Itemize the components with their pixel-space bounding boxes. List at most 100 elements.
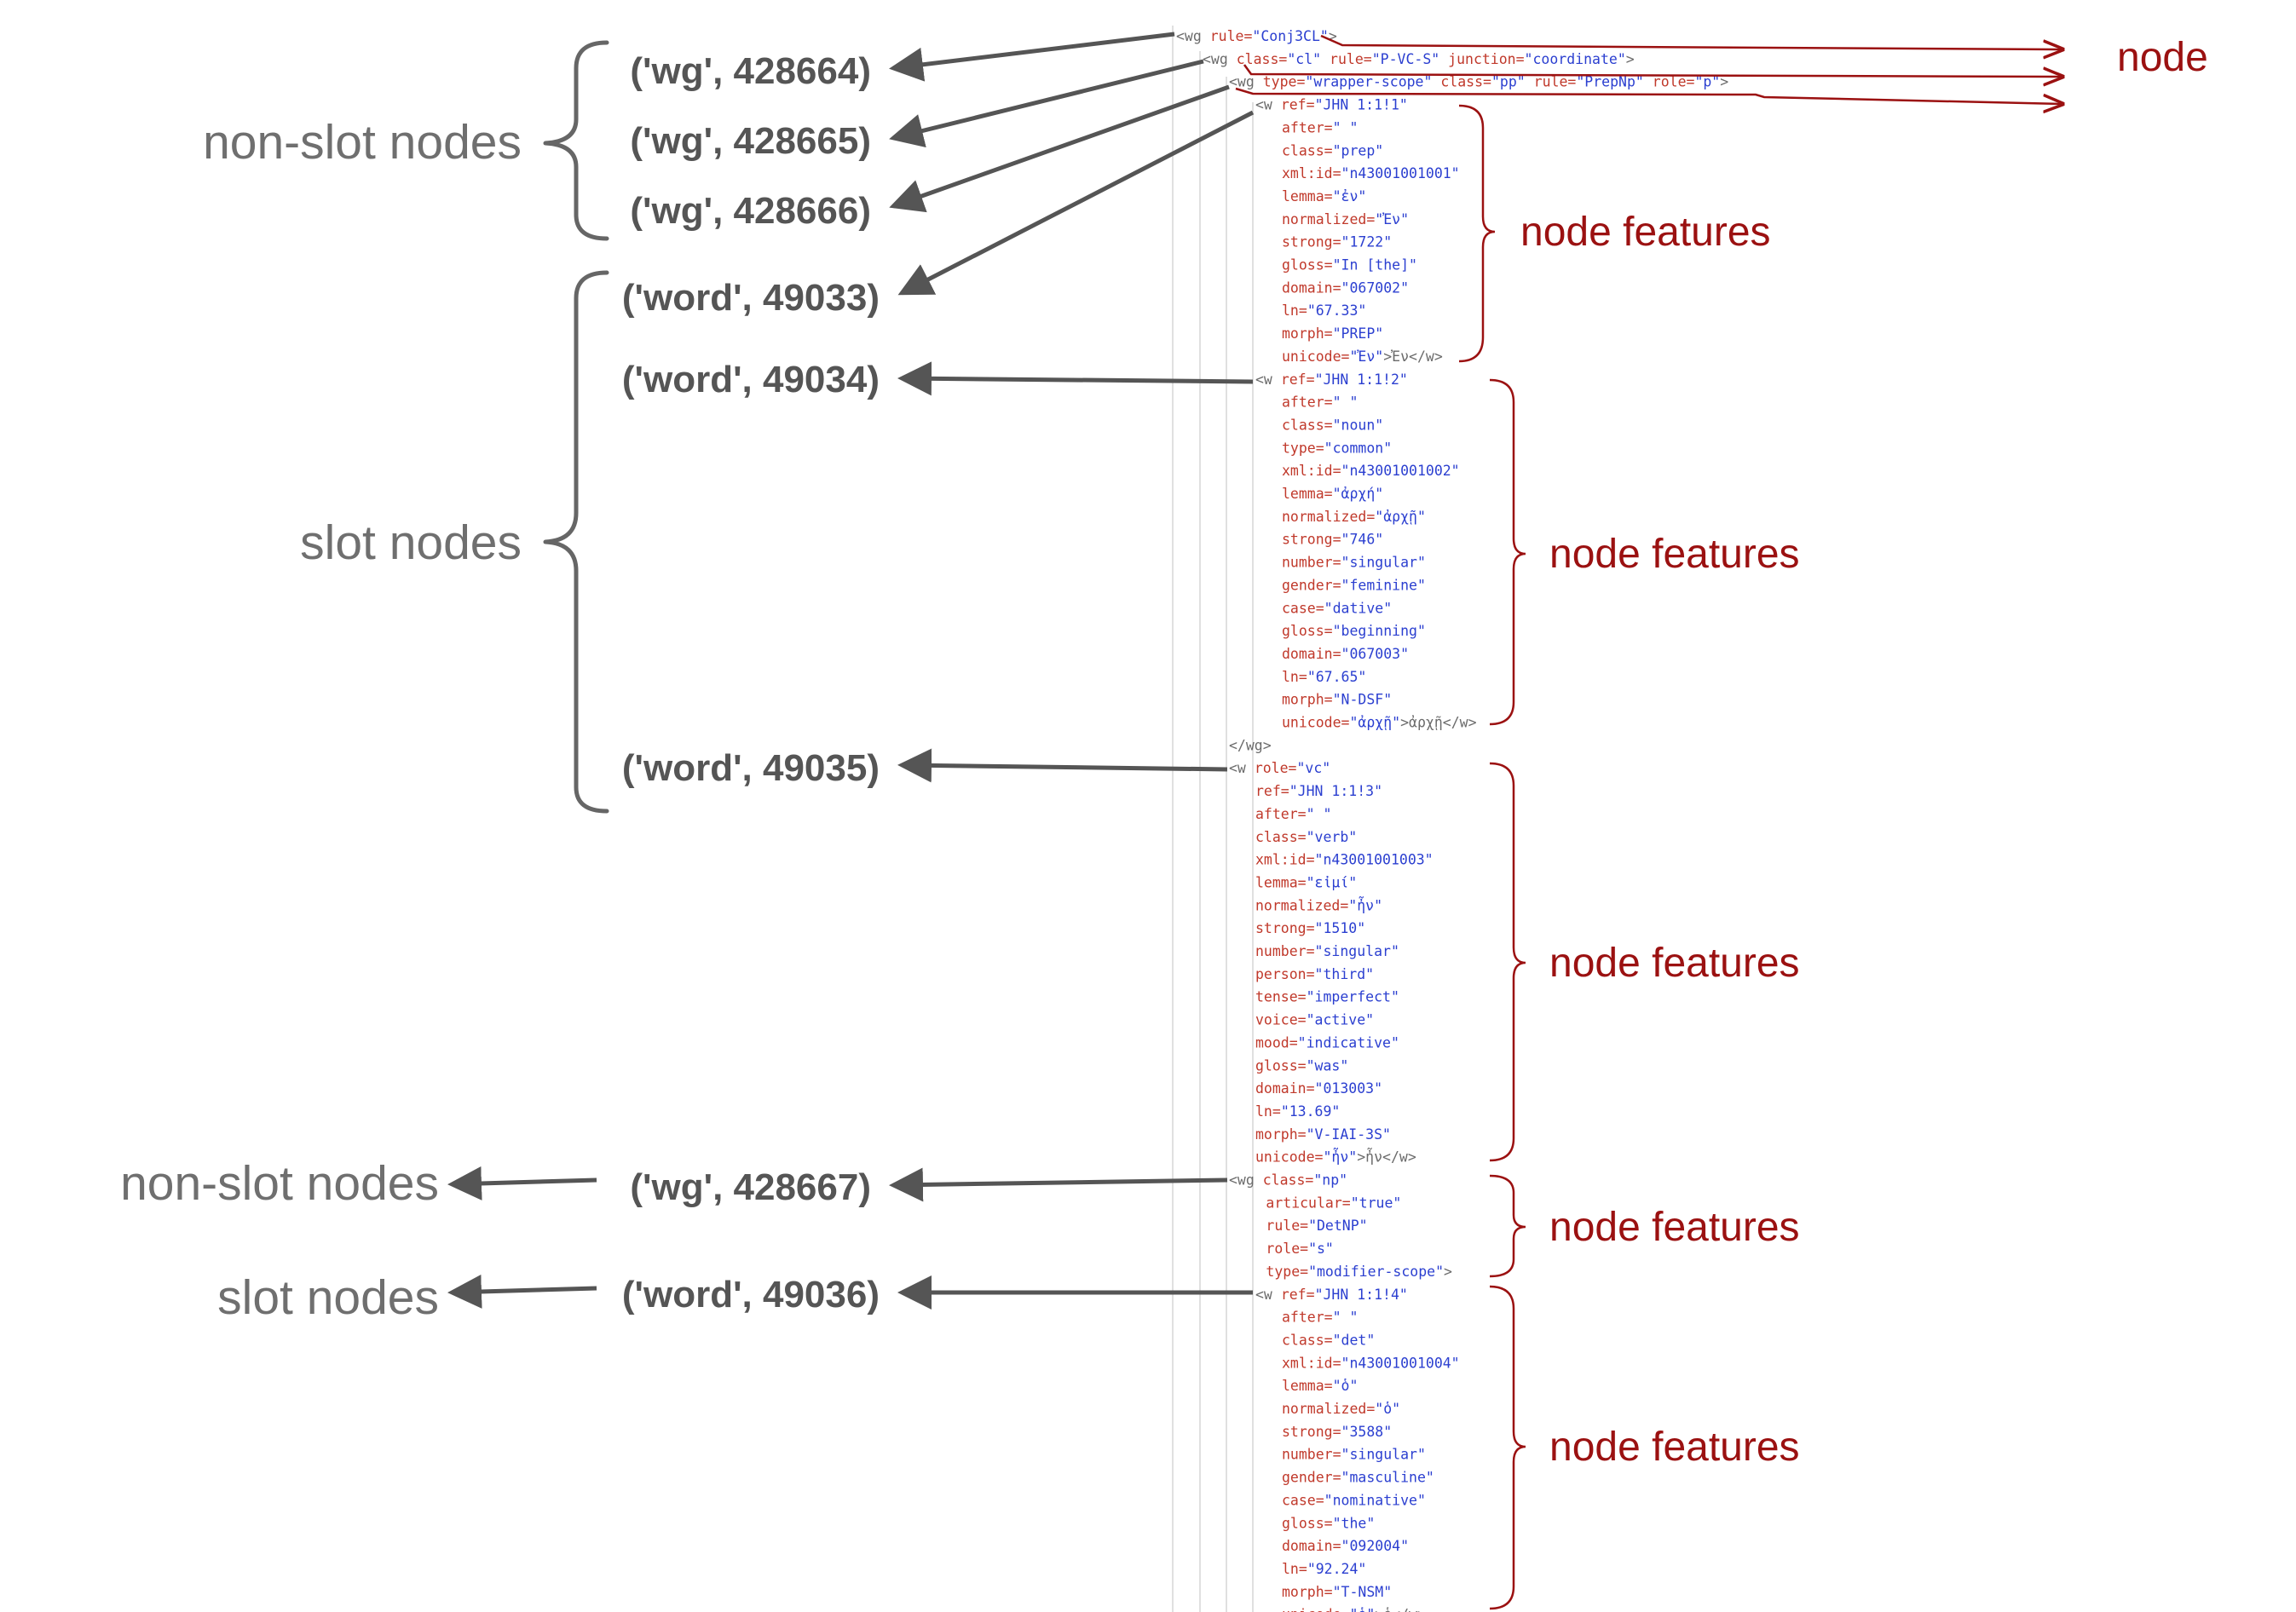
code-line: <wg type="wrapper-scope" class="pp" rule… bbox=[1229, 74, 1728, 90]
code-token: "coordinate" bbox=[1525, 51, 1626, 67]
code-line: domain="092004" bbox=[1282, 1538, 1409, 1554]
code-token: type= bbox=[1263, 74, 1306, 90]
slot-nodes-label-2: slot nodes bbox=[217, 1270, 439, 1325]
code-token: " " bbox=[1307, 806, 1332, 822]
code-token: rule= bbox=[1534, 74, 1577, 90]
code-token: "JHN 1:1!3" bbox=[1289, 783, 1382, 799]
code-token: "p" bbox=[1694, 74, 1720, 90]
code-token: "67.33" bbox=[1307, 302, 1367, 319]
code-line: unicode="ὁ">ὁ</w> bbox=[1282, 1607, 1426, 1612]
code-token: class= bbox=[1282, 1332, 1333, 1348]
code-token: ln= bbox=[1282, 669, 1307, 685]
node-features-label-3: node features bbox=[1549, 941, 1800, 986]
code-line: xml:id="n43001001001" bbox=[1282, 165, 1460, 181]
code-token: class= bbox=[1263, 1172, 1314, 1189]
code-token: "was" bbox=[1307, 1057, 1349, 1074]
code-token: number= bbox=[1282, 555, 1341, 571]
code-token: "common" bbox=[1324, 440, 1392, 456]
code-token: morph= bbox=[1282, 1584, 1333, 1600]
node-features-label-2: node features bbox=[1549, 532, 1800, 577]
code-token: ref= bbox=[1281, 1287, 1315, 1303]
code-token: >Ἐν</w> bbox=[1383, 348, 1443, 365]
code-token: "modifier-scope" bbox=[1308, 1264, 1444, 1280]
code-line: rule="DetNP" bbox=[1266, 1218, 1367, 1234]
code-token: "V-IAI-3S" bbox=[1307, 1126, 1391, 1143]
code-token: "pp" bbox=[1491, 74, 1526, 90]
code-token: gloss= bbox=[1282, 257, 1333, 273]
code-line: ln="92.24" bbox=[1282, 1561, 1366, 1577]
code-line: case="nominative" bbox=[1282, 1492, 1426, 1508]
code-line: strong="1722" bbox=[1282, 234, 1392, 250]
code-token: class= bbox=[1282, 417, 1333, 433]
node-pointers bbox=[1235, 34, 2062, 104]
code-token: ln= bbox=[1282, 302, 1307, 319]
code-token: "92.24" bbox=[1307, 1561, 1367, 1577]
code-line: role="s" bbox=[1266, 1241, 1333, 1257]
code-line: class="noun" bbox=[1282, 417, 1383, 433]
slot-nodes-label: slot nodes bbox=[300, 515, 522, 570]
code-token: role= bbox=[1653, 74, 1695, 90]
code-token: > bbox=[1626, 51, 1635, 67]
code-token: normalized= bbox=[1282, 509, 1375, 525]
code-token: "DetNP" bbox=[1308, 1218, 1368, 1234]
code-token: "JHN 1:1!4" bbox=[1315, 1287, 1408, 1303]
code-token: "P-VC-S" bbox=[1372, 51, 1439, 67]
code-token: "true" bbox=[1351, 1195, 1402, 1211]
code-token: "wrapper-scope" bbox=[1305, 74, 1432, 90]
code-token: gloss= bbox=[1255, 1057, 1307, 1074]
arrow-word-49035 bbox=[897, 748, 1228, 783]
code-line: lemma="εἰμί" bbox=[1255, 874, 1357, 890]
code-line: gloss="the" bbox=[1282, 1515, 1375, 1531]
code-token: mood= bbox=[1255, 1034, 1298, 1051]
code-token: "1510" bbox=[1315, 920, 1366, 936]
arrow-to-slot-label bbox=[447, 1274, 597, 1309]
non-slot-nodes-label: non-slot nodes bbox=[203, 115, 522, 170]
code-token: "det" bbox=[1333, 1332, 1376, 1348]
code-line: morph="N-DSF" bbox=[1282, 692, 1392, 708]
code-token: ref= bbox=[1255, 783, 1289, 799]
code-token: "n43001001002" bbox=[1341, 463, 1460, 479]
tuple-word-49033: ('word', 49033) bbox=[622, 277, 880, 319]
arrow-wg-428664 bbox=[889, 32, 1175, 82]
code-token: strong= bbox=[1282, 1424, 1341, 1440]
tuple-arrows bbox=[447, 32, 1255, 1310]
code-token: "ὁ" bbox=[1333, 1378, 1359, 1394]
code-token: "active" bbox=[1307, 1012, 1374, 1028]
code-token: xml:id= bbox=[1255, 852, 1315, 868]
code-token: "ἐν" bbox=[1333, 188, 1367, 204]
code-token: strong= bbox=[1255, 920, 1315, 936]
node-features-label-4: node features bbox=[1549, 1205, 1800, 1250]
code-line: xml:id="n43001001003" bbox=[1255, 852, 1434, 868]
arrow-wg-428665 bbox=[889, 59, 1204, 148]
code-token: "dative" bbox=[1324, 600, 1392, 616]
code-token: "ἦν" bbox=[1348, 896, 1382, 913]
code-line: number="singular" bbox=[1282, 1447, 1426, 1463]
node-label: node bbox=[2117, 35, 2208, 80]
code-token: "indicative" bbox=[1298, 1034, 1399, 1051]
code-token: >ὁ</w> bbox=[1375, 1607, 1426, 1612]
code-token: >ἦν</w> bbox=[1357, 1149, 1416, 1166]
code-line: unicode="Ἐν">Ἐν</w> bbox=[1282, 348, 1443, 365]
arrow-word-49033 bbox=[897, 110, 1255, 296]
code-line: xml:id="n43001001002" bbox=[1282, 463, 1460, 479]
feature-brace-2 bbox=[1489, 378, 1526, 726]
code-line: gender="masculine" bbox=[1282, 1470, 1434, 1486]
code-token bbox=[1526, 74, 1534, 90]
code-token: "In [the]" bbox=[1333, 257, 1417, 273]
code-token: "067002" bbox=[1341, 279, 1409, 296]
code-token: domain= bbox=[1282, 279, 1341, 296]
code-token: domain= bbox=[1282, 646, 1341, 662]
code-token: xml:id= bbox=[1282, 165, 1341, 181]
code-token: "JHN 1:1!1" bbox=[1315, 97, 1408, 113]
code-token: normalized= bbox=[1282, 211, 1375, 227]
code-line: domain="067003" bbox=[1282, 646, 1409, 662]
code-line: morph="T-NSM" bbox=[1282, 1584, 1392, 1600]
code-token: "beginning" bbox=[1333, 623, 1426, 639]
code-token: ref= bbox=[1281, 371, 1315, 388]
non-slot-nodes-label-2: non-slot nodes bbox=[120, 1156, 439, 1211]
code-line: after=" " bbox=[1282, 119, 1358, 135]
code-line: unicode="ἦν">ἦν</w> bbox=[1255, 1149, 1416, 1166]
code-token: <w bbox=[1255, 371, 1281, 388]
code-token: "T-NSM" bbox=[1333, 1584, 1393, 1600]
code-token: "np" bbox=[1313, 1172, 1347, 1189]
